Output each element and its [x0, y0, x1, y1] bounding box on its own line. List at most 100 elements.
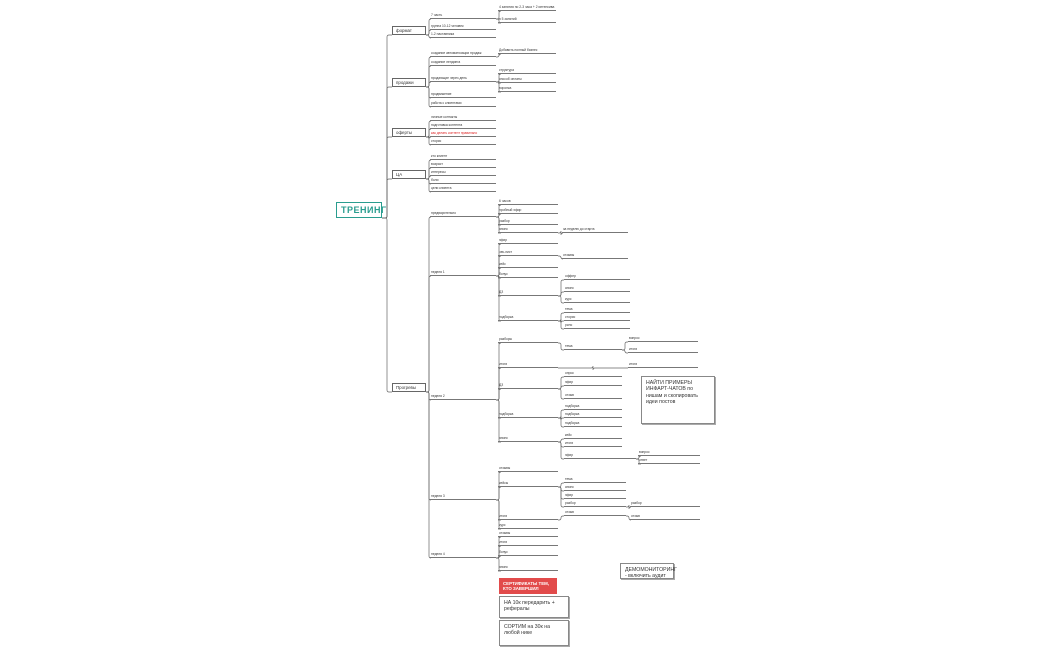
- week1-g3[interactable]: рилс: [564, 323, 630, 329]
- promo-prelim-d[interactable]: анонс: [498, 227, 558, 233]
- content-item-3[interactable]: как делать контент правильно: [430, 131, 496, 137]
- week3-c1[interactable]: отзыв: [564, 510, 626, 516]
- branch-content[interactable]: оферты: [392, 128, 426, 137]
- connector-week1-c: [558, 255, 564, 260]
- promo-prelim-a[interactable]: 6 часов: [498, 199, 558, 205]
- week2-c2[interactable]: эфир: [564, 380, 622, 386]
- week2-f[interactable]: эфир: [564, 453, 636, 459]
- week2-d3[interactable]: подборка: [564, 421, 622, 427]
- week3-b4[interactable]: разбор: [564, 501, 626, 507]
- sales-item-3[interactable]: продающие через день: [430, 76, 496, 82]
- format-group[interactable]: группа 10-12 человек: [430, 24, 496, 30]
- week4-a[interactable]: отзывы: [498, 531, 558, 537]
- week2-e1[interactable]: кейс: [564, 433, 622, 439]
- week2-d[interactable]: подборка: [498, 412, 558, 418]
- week2-b2[interactable]: итоги: [628, 362, 698, 368]
- content-item-1[interactable]: личные контакты: [430, 115, 496, 121]
- week4-c[interactable]: бонус: [498, 550, 558, 556]
- root-node[interactable]: ТРЕНИНГ: [336, 202, 386, 218]
- week2-c[interactable]: ДЗ: [498, 383, 558, 389]
- week3-b[interactable]: кейсы: [498, 481, 558, 487]
- week3-b2[interactable]: анонс: [564, 485, 626, 491]
- week2-b[interactable]: итоги: [498, 362, 558, 368]
- week2-e2[interactable]: итоги: [564, 441, 622, 447]
- week1-g2[interactable]: сторис: [564, 315, 630, 321]
- week2-f1[interactable]: вопрос: [638, 450, 700, 456]
- branch-format[interactable]: формат: [392, 26, 426, 35]
- week2-a1[interactable]: тема: [564, 344, 622, 350]
- week3-b1[interactable]: тема: [564, 477, 626, 483]
- week2-a[interactable]: разборы: [498, 337, 558, 343]
- format-hours-b[interactable]: в 5 занятий: [498, 17, 556, 23]
- connector-week1-g: [496, 275, 502, 322]
- week1-f1[interactable]: оффер: [564, 274, 630, 280]
- ca-item-1[interactable]: кто клиент: [430, 154, 496, 160]
- week1-g1[interactable]: тема: [564, 307, 630, 313]
- week2-c1[interactable]: опрос: [564, 371, 622, 377]
- ca-item-5[interactable]: цели клиента: [430, 186, 496, 192]
- week1-d[interactable]: кейс: [498, 262, 558, 268]
- sales-item-2[interactable]: создание лендинга: [430, 60, 496, 66]
- week3-b3[interactable]: эфир: [564, 493, 626, 499]
- content-item-4[interactable]: сторис: [430, 139, 496, 145]
- promo-week-3[interactable]: неделя 3: [430, 494, 496, 500]
- connector-content-item-4: [426, 136, 432, 146]
- connector-week2-a1: [558, 342, 564, 351]
- week1-c[interactable]: отзывы: [562, 253, 628, 259]
- note-referrals[interactable]: НА 10к передарить + рефералы: [499, 596, 569, 618]
- promo-prelim-e[interactable]: за неделю до старта: [562, 227, 628, 233]
- week1-f2[interactable]: анонс: [564, 286, 630, 292]
- note-find-examples[interactable]: НАЙТИ ПРИМЕРЫ ИНФАРТ-ЧАТОВ по нишам и ск…: [641, 376, 715, 424]
- note-demo-monitoring[interactable]: ДЕМОМОНИТОРИНГ - включить аудит: [620, 563, 677, 579]
- week1-e[interactable]: бонус: [498, 272, 558, 278]
- week2-d1[interactable]: подборка: [564, 404, 622, 410]
- week3-c[interactable]: итоги: [498, 514, 558, 520]
- week1-f[interactable]: ДЗ: [498, 290, 558, 296]
- week2-b1[interactable]: итоги: [628, 347, 698, 353]
- ca-item-4[interactable]: боли: [430, 178, 496, 184]
- branch-sales[interactable]: продажи: [392, 78, 426, 87]
- week1-a[interactable]: эфир: [498, 238, 558, 244]
- week4-d[interactable]: анонс: [498, 565, 558, 571]
- connector-promo-week-4: [426, 391, 432, 559]
- week2-e[interactable]: анонс: [498, 436, 558, 442]
- week3-d[interactable]: курс: [498, 523, 558, 529]
- sales-item-4[interactable]: продвижение: [430, 92, 496, 98]
- sales-item-1a[interactable]: Добавить полный бизнес: [498, 48, 556, 54]
- promo-prelim-b[interactable]: пробный эфир: [498, 208, 558, 214]
- ca-item-3[interactable]: интересы: [430, 170, 496, 176]
- promo-week-2[interactable]: неделя 2: [430, 394, 496, 400]
- sales-item-1[interactable]: создание автоматизации продаж: [430, 51, 496, 57]
- content-item-2[interactable]: подготовка контента: [430, 123, 496, 129]
- week4-b[interactable]: итоги: [498, 540, 558, 546]
- format-online[interactable]: 1-2 наставника: [430, 32, 496, 38]
- sales-item-3b[interactable]: способ оплаты: [498, 77, 556, 83]
- sales-item-3c[interactable]: воронка: [498, 86, 556, 92]
- note-sorting[interactable]: СОРТИМ на 30к на любой нике: [499, 620, 569, 646]
- branch-promo[interactable]: Прогревы: [392, 383, 426, 392]
- promo-prelim-c[interactable]: разбор: [498, 219, 558, 225]
- week2-f2[interactable]: ответ: [638, 458, 700, 464]
- promo-prelim[interactable]: предварительно: [430, 211, 496, 217]
- week2-d2[interactable]: подборка: [564, 412, 622, 418]
- week3-a[interactable]: отзывы: [498, 466, 558, 472]
- branch-ca[interactable]: ЦА: [392, 170, 426, 179]
- connector-promo-prelim-d: [496, 216, 502, 234]
- sales-item-3a[interactable]: структура: [498, 68, 556, 74]
- connector-week1-g3: [558, 320, 564, 330]
- red-box-certificates[interactable]: СЕРТИФИКАТЫ ТЕМ, КТО ЗАВЕРШИЛ: [499, 578, 557, 594]
- format-hours-a[interactable]: 4 занятия по 2-3 часа + 2 интенсива: [498, 5, 556, 11]
- format-hours[interactable]: 7 часть: [430, 13, 496, 19]
- week3-c2[interactable]: отзыв: [630, 514, 700, 520]
- promo-week-1[interactable]: неделя 1: [430, 270, 496, 276]
- sales-item-5[interactable]: работа с клиентами: [430, 101, 496, 107]
- ca-item-2[interactable]: возраст: [430, 162, 496, 168]
- week2-c3[interactable]: отзыв: [564, 393, 622, 399]
- week2-a2[interactable]: вопрос: [628, 336, 698, 342]
- week1-g[interactable]: подборка: [498, 315, 558, 321]
- week1-f3[interactable]: курс: [564, 297, 630, 303]
- week3-b5[interactable]: разбор: [630, 501, 700, 507]
- connector-week3-b5: [626, 504, 632, 510]
- week1-b[interactable]: чек-лист: [498, 250, 558, 256]
- promo-week-4[interactable]: неделя 4: [430, 552, 496, 558]
